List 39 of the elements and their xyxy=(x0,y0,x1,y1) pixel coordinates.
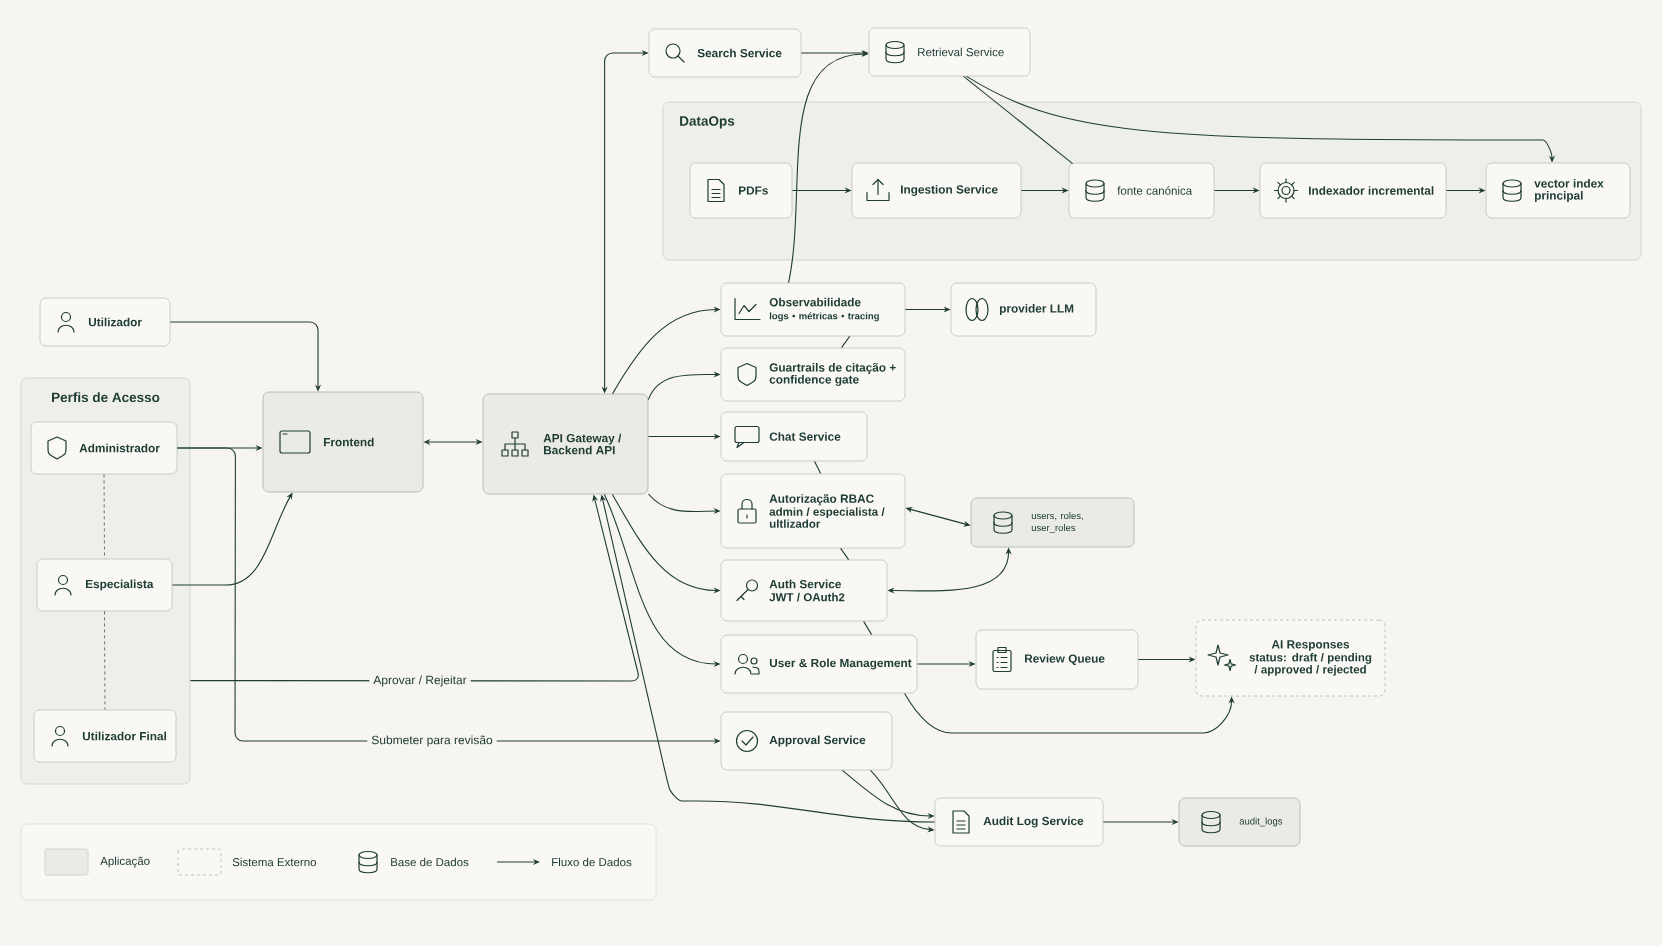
database-box: users, roles, user_roles xyxy=(970,497,1135,548)
service-box: Chat Service xyxy=(720,411,868,462)
role-box: Utilizador Final xyxy=(33,709,177,763)
service-box: Observabilidade logs • métricas • tracing xyxy=(720,282,906,337)
role-box: Administrador xyxy=(30,421,178,475)
connector-line xyxy=(840,547,850,561)
legend-label: Sistema Externo xyxy=(232,857,317,867)
service-box: Guartrails de citação + confidence gate xyxy=(720,347,906,402)
service-box: Ingestion Service xyxy=(851,162,1022,219)
database-box: fonte canónica xyxy=(1068,162,1215,219)
legend-label: Fluxo de Dados xyxy=(552,857,632,867)
external-system-box: AI Responses status: draft / pending / approved / rejected xyxy=(1195,619,1386,697)
dashed-line xyxy=(104,611,106,710)
legend-label: Base de Dados xyxy=(391,857,469,867)
database-box: audit_logs xyxy=(1178,797,1301,847)
connector-line xyxy=(841,335,851,349)
database-box: vector index principal xyxy=(1485,162,1631,219)
service-box: provider LLM xyxy=(950,282,1097,337)
service-box: PDFs xyxy=(689,162,793,219)
service-box: Approval Service xyxy=(720,711,893,771)
service-box: Autorização RBAC admin / especialista / ultlizador xyxy=(720,473,906,549)
app-box: Frontend xyxy=(262,391,424,493)
role-box: Especialista xyxy=(36,558,173,612)
service-box: Review Queue xyxy=(975,629,1139,690)
connector-line xyxy=(814,460,822,475)
connector-line xyxy=(863,620,873,636)
service-box: Auth Service JWT / OAuth2 xyxy=(720,559,888,622)
service-box: Audit Log Service xyxy=(934,797,1104,847)
connector-line xyxy=(963,75,1074,165)
service-box: Indexador incremental xyxy=(1259,162,1447,219)
edge-label: Submeter para revisão xyxy=(367,731,497,751)
edge-label: Aprovar / Rejeitar xyxy=(369,671,471,691)
service-box: Search Service xyxy=(648,28,802,78)
dashed-line xyxy=(103,474,105,559)
legend-label: Aplicação xyxy=(100,856,150,868)
role-box: Utilizador xyxy=(39,297,171,347)
service-box: Retrieval Service xyxy=(868,27,1031,77)
app-box: API Gateway / Backend API xyxy=(482,393,649,495)
service-box: User & Role Management xyxy=(720,634,918,694)
